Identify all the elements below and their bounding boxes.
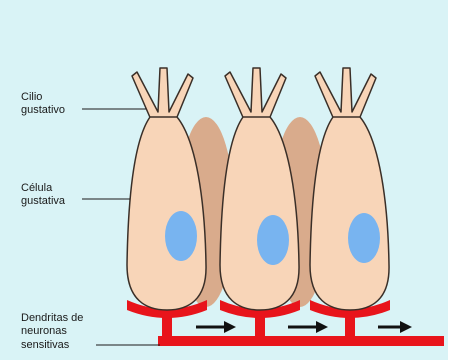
cilium-label-line2: gustativo [21,104,65,116]
dendrite-label-line2: neuronas [21,325,67,337]
dendrite-label-line1: Dendritas de [21,312,83,324]
nucleus [257,215,289,265]
cilium-label-line1: Cilio [21,91,42,103]
nucleus [348,213,380,263]
dendrite-trunk [158,336,444,346]
cell-label-line2: gustativa [21,195,66,207]
white-border-right [448,0,460,360]
nucleus [165,211,197,261]
cell-label-line1: Célula [21,182,53,194]
dendrite-label-line3: sensitivas [21,339,70,351]
